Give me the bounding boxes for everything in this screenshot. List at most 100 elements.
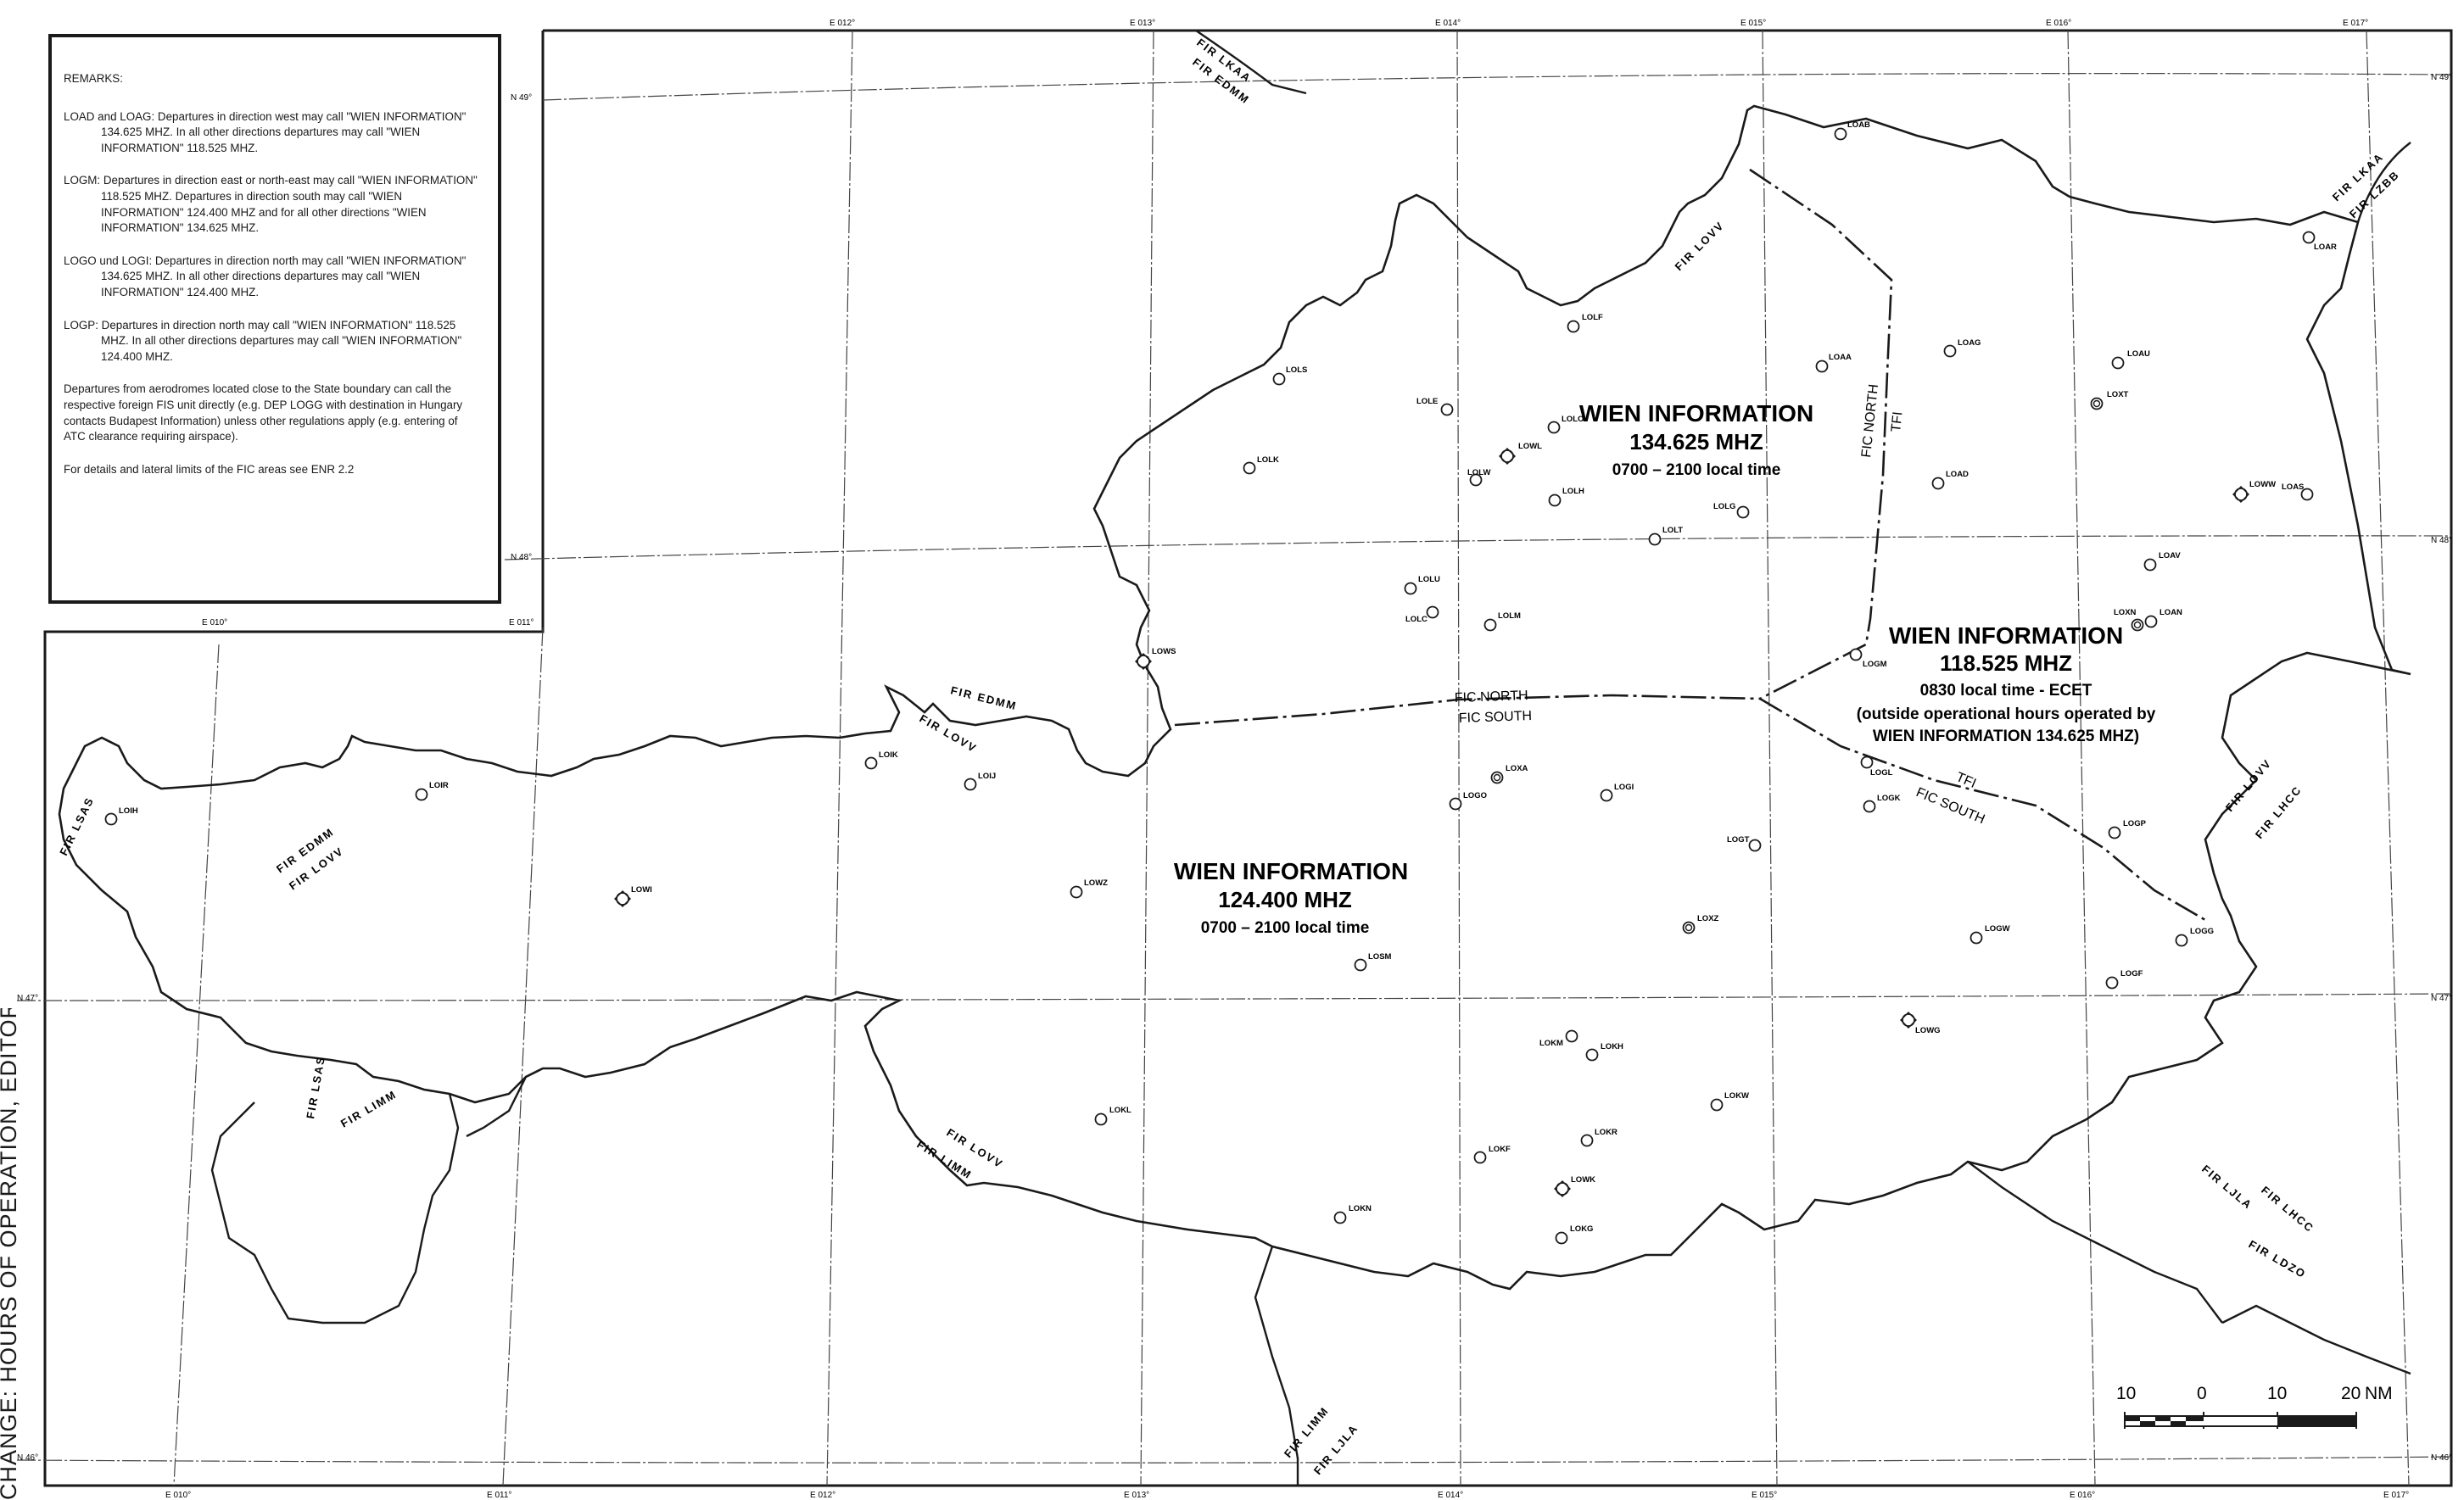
lat-left: N 49° xyxy=(511,93,532,103)
fir-lsas-s-label: FIR LSAS xyxy=(304,1055,327,1120)
remarks-logm: LOGM: Departures in direction east or no… xyxy=(64,174,478,235)
aerodrome-lokg: LOKG xyxy=(1555,1224,1593,1245)
aerodrome-lols: LOLS xyxy=(1272,365,1307,386)
aerodrome-logw: LOGW xyxy=(1970,924,2010,945)
bottom-tick: E 011° xyxy=(487,1491,511,1500)
aerodrome-circle-icon xyxy=(2143,558,2157,572)
aerodrome-label: LOXN xyxy=(2114,608,2137,617)
top-tick: E 016° xyxy=(2046,19,2071,28)
aerodrome-lowk: LOWK xyxy=(1554,1175,1595,1197)
fir-lhcc-e-label: FIR LHCC xyxy=(2253,783,2305,841)
fic-east-name: WIEN INFORMATION xyxy=(1889,622,2123,649)
fic-south-name: WIEN INFORMATION xyxy=(1174,858,1408,884)
aerodrome-circle-icon xyxy=(2302,231,2316,244)
fic-division-lines xyxy=(1174,168,2206,922)
aerodromes-layer: LOABLOARLOLFLOAALOAGLOAULOXTLOLSLOLELOLO… xyxy=(104,120,2337,1245)
aerodrome-label: LOLT xyxy=(1662,526,1683,535)
lat-left: N 46° xyxy=(17,1453,38,1463)
aerodrome-logp: LOGP xyxy=(2108,819,2147,839)
aerodrome-loxa: LOXA xyxy=(1490,764,1528,784)
aerodrome-label: LOKN xyxy=(1349,1204,1372,1213)
airport-diamond-icon xyxy=(1499,448,1516,465)
aerodrome-lolg: LOLG xyxy=(1713,502,1750,519)
fic-east-frequency: 118.525 MHZ xyxy=(1940,650,2072,676)
airport-diamond-icon xyxy=(1554,1180,1571,1197)
aerodrome-lokl: LOKL xyxy=(1094,1106,1131,1126)
fic-north-frequency: 134.625 MHZ xyxy=(1629,429,1763,454)
aerodrome-label: LOGI xyxy=(1614,783,1634,792)
aerodrome-circle-icon xyxy=(1567,320,1580,333)
aerodrome-circle-icon xyxy=(415,788,428,801)
fir-lovv-e-label: FIR LOVV xyxy=(2223,756,2274,814)
aerodrome-circle-icon xyxy=(1585,1048,1599,1062)
aerodrome-circle-icon xyxy=(1449,797,1462,811)
aerodrome-label: LOGP xyxy=(2123,819,2147,828)
top-tick: E 013° xyxy=(1130,19,1155,28)
fic-north-label: FIC NORTH xyxy=(1455,689,1528,705)
lat-right: N 49° xyxy=(2431,73,2452,82)
aerodrome-label: LOLK xyxy=(1257,455,1279,465)
aerodrome-circle-icon xyxy=(1547,421,1561,434)
bottom-tick: E 016° xyxy=(2070,1491,2095,1500)
airport-diamond-icon xyxy=(2232,486,2249,503)
state-boundary xyxy=(58,104,2411,1291)
aerodrome-label: LOLG xyxy=(1713,502,1735,511)
aerodrome-label: LOGW xyxy=(1985,924,2010,934)
aerodrome-loij: LOIJ xyxy=(964,772,996,791)
aerodrome-label: LOXZ xyxy=(1697,914,1719,923)
aerodrome-label: LOLF xyxy=(1582,313,1603,322)
aerodrome-lowl: LOWL xyxy=(1499,442,1542,465)
aerodrome-label: LOKG xyxy=(1570,1224,1593,1234)
aerodrome-circle-icon xyxy=(1736,505,1750,519)
aerodrome-label: LOGT xyxy=(1727,835,1750,845)
aerodrome-circle-icon xyxy=(864,756,878,770)
aerodrome-lolh: LOLH xyxy=(1548,487,1584,507)
aerodrome-label: LOIH xyxy=(119,806,138,816)
aerodrome-loww: LOWW xyxy=(2232,480,2276,503)
aerodrome-circle-icon xyxy=(1354,958,1367,972)
airport-diamond-icon xyxy=(614,890,631,907)
bottom-tick: E 015° xyxy=(1752,1491,1777,1500)
fic-south-label-group: WIEN INFORMATION 124.400 MHZ 0700 – 2100… xyxy=(1174,858,1408,937)
aerodrome-circle-icon xyxy=(1860,756,1874,769)
aerodrome-circle-icon xyxy=(1580,1134,1594,1147)
aerodrome-circle-icon xyxy=(1333,1211,1347,1224)
aerodrome-label: LOKL xyxy=(1109,1106,1131,1115)
aerodrome-circle-icon xyxy=(1094,1112,1108,1126)
aerodrome-label: LOAA xyxy=(1829,353,1852,362)
remarks-title: REMARKS: xyxy=(64,72,123,85)
bottom-tick: E 014° xyxy=(1438,1491,1463,1500)
aerodrome-circle-icon xyxy=(1834,127,1847,141)
aerodrome-logm: LOGM xyxy=(1849,648,1887,669)
aerodrome-loik: LOIK xyxy=(864,750,898,770)
aerodrome-lolw: LOLW xyxy=(1467,468,1490,487)
aerodrome-label: LOAD xyxy=(1946,470,1969,479)
fir-ljla-se-label: FIR LJLA xyxy=(2199,1163,2255,1212)
remarks-details: For details and lateral limits of the FI… xyxy=(64,462,355,476)
lat-left: N 47° xyxy=(17,994,38,1003)
aerodrome-label: LOWG xyxy=(1915,1026,1941,1035)
aerodrome-label: LOAN xyxy=(2159,608,2182,617)
aerodrome-circle-icon xyxy=(1070,885,1083,899)
aerodrome-loas: LOAS xyxy=(2282,482,2314,501)
fic-north-label-group: WIEN INFORMATION 134.625 MHZ 0700 – 2100… xyxy=(1579,400,1813,479)
aerodrome-logl: LOGL xyxy=(1860,756,1893,778)
aerodrome-label: LOAG xyxy=(1958,338,1981,348)
aerodrome-label: LOKW xyxy=(1724,1091,1749,1101)
aerodrome-label: LOWK xyxy=(1571,1175,1595,1185)
aerodrome-loxz: LOXZ xyxy=(1682,914,1719,934)
aerodrome-circle-icon xyxy=(2105,976,2119,990)
scale-bar: 10 0 10 20 NM xyxy=(2116,1384,2393,1429)
fic-east-note-1: (outside operational hours operated by xyxy=(1857,705,2156,723)
aerodrome-logi: LOGI xyxy=(1600,783,1634,802)
aerodrome-loih: LOIH xyxy=(104,806,138,826)
aerodrome-circle-icon xyxy=(1555,1231,1568,1245)
aerodrome-circle-icon xyxy=(1440,403,1454,416)
aerodrome-loar: LOAR xyxy=(2302,231,2337,252)
aerodrome-lokf: LOKF xyxy=(1473,1145,1511,1164)
aerodrome-label: LOGG xyxy=(2190,927,2214,936)
remarks-state-boundary: Departures from aerodromes located close… xyxy=(64,382,463,443)
aerodrome-circle-icon xyxy=(1243,461,1256,475)
aerodrome-lolm: LOLM xyxy=(1483,611,1521,632)
aerodrome-lowz: LOWZ xyxy=(1070,878,1108,899)
